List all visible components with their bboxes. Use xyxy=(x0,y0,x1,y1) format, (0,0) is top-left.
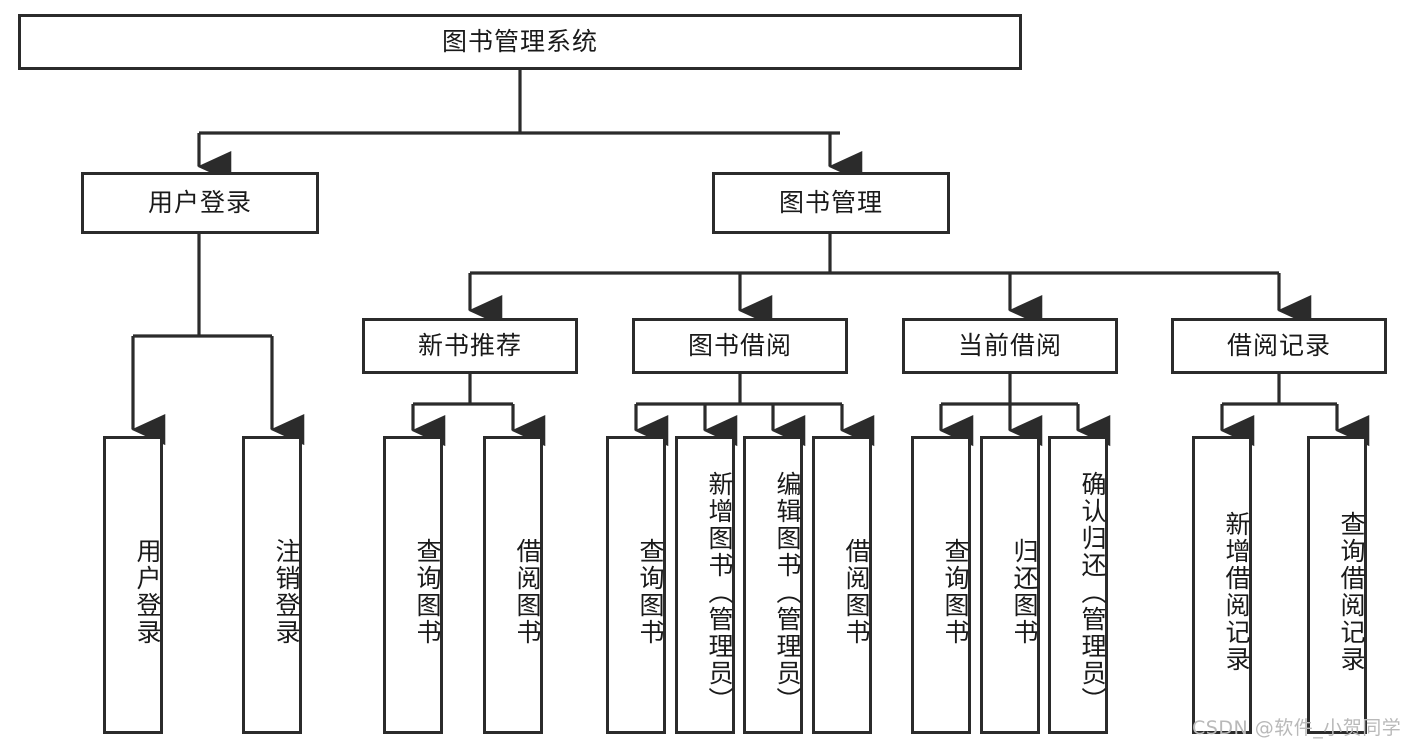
node-label: 查询借阅记录 xyxy=(1337,511,1366,673)
node-label: 借阅记录 xyxy=(1226,330,1331,360)
node-book-management[interactable]: 图书管理 xyxy=(712,172,950,234)
node-label: 新书推荐 xyxy=(417,330,522,360)
node-label: 查询图书 xyxy=(636,538,665,646)
node-current-borrow[interactable]: 当前借阅 xyxy=(902,318,1118,374)
node-label: 图书借阅 xyxy=(687,330,792,360)
node-label: 借阅图书 xyxy=(842,538,871,646)
node-root-system[interactable]: 图书管理系统 xyxy=(18,14,1022,70)
node-label: 借阅图书 xyxy=(513,538,542,646)
node-label: 新增图书（管理员） xyxy=(705,470,734,714)
node-label: 查询图书 xyxy=(941,538,970,646)
leaf-add-borrow-record[interactable]: 新增借阅记录 xyxy=(1192,436,1252,734)
leaf-confirm-return-admin[interactable]: 确认归还（管理员） xyxy=(1048,436,1108,734)
node-new-book-recommend[interactable]: 新书推荐 xyxy=(362,318,578,374)
node-user-login[interactable]: 用户登录 xyxy=(81,172,319,234)
leaf-user-login[interactable]: 用户登录 xyxy=(103,436,163,734)
node-label: 新增借阅记录 xyxy=(1222,511,1251,673)
leaf-add-book-admin[interactable]: 新增图书（管理员） xyxy=(675,436,735,734)
node-borrow-record[interactable]: 借阅记录 xyxy=(1171,318,1387,374)
leaf-query-book-current[interactable]: 查询图书 xyxy=(911,436,971,734)
node-label: 用户登录 xyxy=(147,187,252,217)
csdn-watermark: CSDN @软件_小贺同学 xyxy=(1192,717,1402,739)
node-label: 确认归还（管理员） xyxy=(1078,470,1107,714)
node-label: 图书管理 xyxy=(778,187,883,217)
leaf-return-book[interactable]: 归还图书 xyxy=(980,436,1040,734)
leaf-edit-book-admin[interactable]: 编辑图书（管理员） xyxy=(743,436,803,734)
leaf-query-borrow-record[interactable]: 查询借阅记录 xyxy=(1307,436,1367,734)
leaf-query-book-borrow[interactable]: 查询图书 xyxy=(606,436,666,734)
leaf-borrow-book-recommend[interactable]: 借阅图书 xyxy=(483,436,543,734)
node-label: 图书管理系统 xyxy=(441,26,598,56)
leaf-query-book-recommend[interactable]: 查询图书 xyxy=(383,436,443,734)
node-label: 查询图书 xyxy=(413,538,442,646)
leaf-logout-login[interactable]: 注销登录 xyxy=(242,436,302,734)
node-label: 归还图书 xyxy=(1010,538,1039,646)
node-label: 用户登录 xyxy=(133,538,162,646)
node-label: 编辑图书（管理员） xyxy=(773,470,802,714)
leaf-borrow-book[interactable]: 借阅图书 xyxy=(812,436,872,734)
node-label: 注销登录 xyxy=(272,538,301,646)
node-label: 当前借阅 xyxy=(957,330,1062,360)
node-book-borrow[interactable]: 图书借阅 xyxy=(632,318,848,374)
